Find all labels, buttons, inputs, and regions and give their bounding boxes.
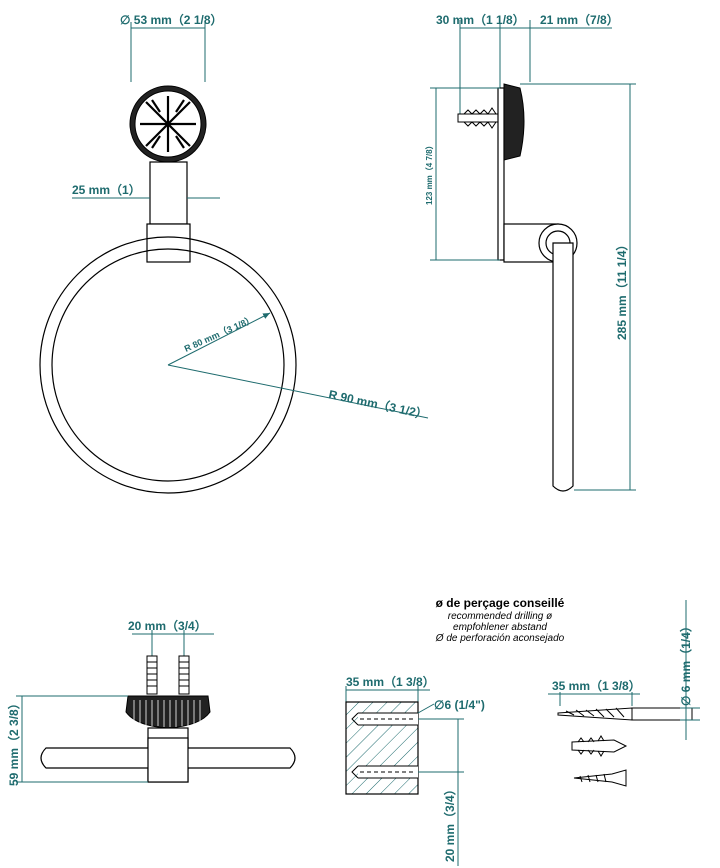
- side-wall-plate: [497, 87, 505, 261]
- top-rosette-grip-icon: [133, 700, 201, 727]
- front-ring-clamp: [146, 223, 191, 263]
- dim-anchor-spacing: 20 mm（3/4）: [128, 618, 207, 633]
- dim-height-123: 123 mm（4 7/8）: [424, 141, 434, 205]
- dim-height-285: 285 mm（11 1/4）: [614, 239, 629, 340]
- top-view: 20 mm（3/4） 59 mm（2 3/8）: [6, 618, 296, 786]
- front-view: ∅ 53 mm（2 1/8） 25 mm（1） R 80 mm（3 1/8） R…: [39, 12, 429, 494]
- dim-hole-diameter: ∅6 (1/4"): [434, 698, 485, 712]
- rosette-pattern-icon: [140, 96, 196, 152]
- drilling-title: ø de perçage conseillé: [436, 596, 565, 610]
- dim-depth-21: 21 mm（7/8）: [540, 12, 619, 27]
- dim-outer-radius: R 90 mm（3 1/2）: [327, 386, 429, 422]
- front-post: [149, 161, 188, 225]
- screw-icon: [573, 769, 627, 787]
- dim-depth-30: 30 mm（1 1/8）: [436, 12, 525, 27]
- wall-plug-icon: [457, 107, 499, 129]
- wall-anchor-icon: [571, 735, 628, 757]
- ring-outer: [39, 236, 297, 494]
- drilling-note: ø de perçage conseillé recommended drill…: [435, 596, 565, 644]
- drilling-line-en: recommended drilling ø: [448, 611, 553, 622]
- hardware: 35 mm（1 3/8） ∅ 6 mm（1/4）: [548, 600, 700, 787]
- dim-drill-depth: 35 mm（1 3/8）: [346, 674, 435, 689]
- dim-width-25: 25 mm（1）: [72, 182, 141, 197]
- drilling-line-es: Ø de perforación aconsejado: [435, 633, 565, 644]
- top-rosette: [125, 695, 211, 729]
- top-arm-front: [147, 737, 189, 783]
- drilling-line-de: empfohlener abstand: [453, 622, 547, 633]
- anchor-right-icon: [178, 655, 190, 695]
- side-rosette: [503, 83, 525, 161]
- dim-hole-spacing: 20 mm（3/4）: [442, 783, 457, 862]
- drill-bit-icon: [557, 707, 693, 721]
- wall-section: 35 mm（1 3/8） ∅6 (1/4") 20 mm（3/4）: [345, 674, 485, 866]
- dim-bit-diameter: ∅ 6 mm（1/4）: [678, 620, 693, 706]
- dim-bit-length: 35 mm（1 3/8）: [552, 678, 641, 693]
- dim-diameter-53: ∅ 53 mm（2 1/8）: [120, 12, 223, 27]
- dim-height-59: 59 mm（2 3/8）: [6, 697, 21, 786]
- anchor-left-icon: [146, 655, 158, 695]
- side-view: 30 mm（1 1/8） 21 mm（7/8） 123 mm（4 7/8） 28…: [424, 12, 636, 492]
- side-ring-bar: [552, 242, 574, 492]
- dim-inner-radius: R 80 mm（3 1/8）: [183, 314, 256, 354]
- ring-inner: [51, 248, 285, 482]
